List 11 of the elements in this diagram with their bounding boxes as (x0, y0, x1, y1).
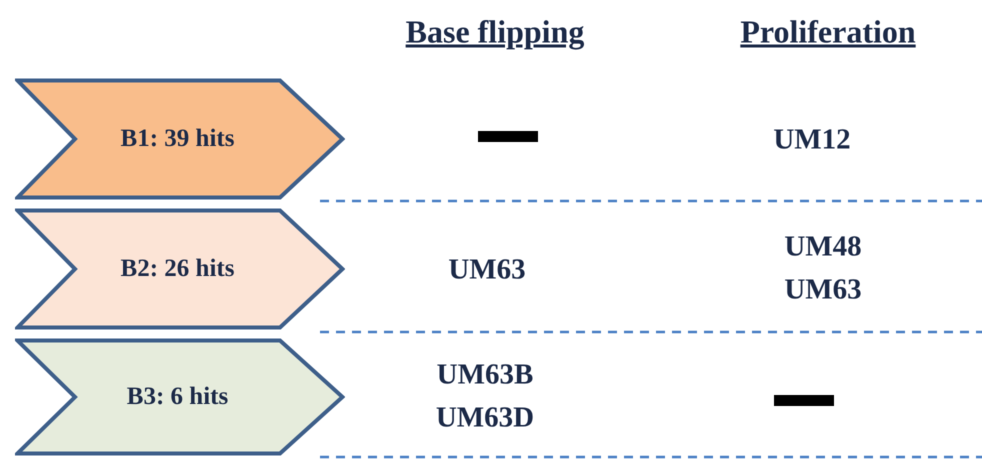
table-cell: UM63 (448, 254, 526, 286)
column-header: Proliferation (740, 14, 916, 50)
table-cell: UM12 (773, 124, 851, 156)
row-label: B2: 26 hits (120, 255, 234, 283)
row-label: B1: 39 hits (120, 125, 234, 153)
table-cell: UM48 (784, 230, 862, 264)
row-label: B3: 6 hits (126, 383, 228, 411)
column-header: Base flipping (406, 14, 584, 50)
table-cell: UM63 (784, 274, 862, 306)
table-cell: UM63B (436, 358, 534, 392)
table-cell: UM63D (436, 402, 534, 434)
